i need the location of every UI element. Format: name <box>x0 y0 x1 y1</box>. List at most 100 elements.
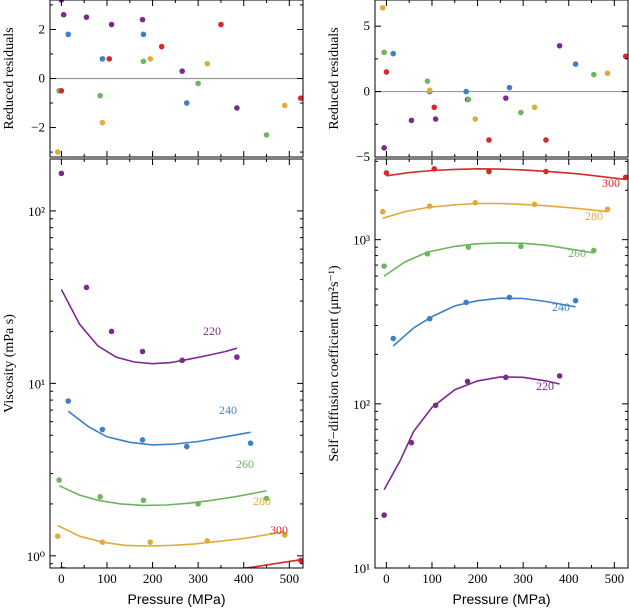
diffusion-curve-label-220: 220 <box>536 379 554 393</box>
viscosity-point-260 <box>140 497 147 504</box>
diffusion-point-220 <box>408 439 415 446</box>
viscosity-point-280 <box>54 533 61 539</box>
viscosity-curve-label-220: 220 <box>203 324 221 338</box>
diffusion-point-300 <box>431 166 438 172</box>
visc_resid-point-280 <box>147 56 154 62</box>
viscosity-y-tick-label: 10² <box>28 204 45 219</box>
diffusion-point-260 <box>381 263 387 269</box>
viscosity-data <box>54 170 303 568</box>
diff_resid-point-300 <box>622 53 628 60</box>
diffusion-x-axis-label: Pressure (MPa) <box>452 591 550 607</box>
diffusion-point-280 <box>604 206 611 213</box>
viscosity-point-260 <box>97 493 103 500</box>
diffusion-point-220 <box>464 378 471 385</box>
diffusion-x-tick-label: 300 <box>513 571 533 586</box>
diff_resid-point-300 <box>543 137 549 143</box>
diff_resid-point-220 <box>503 95 509 101</box>
viscosity-point-220 <box>179 357 185 364</box>
visc_resid-point-260 <box>195 80 201 87</box>
viscosity-fit-curve-240 <box>67 410 251 446</box>
viscosity-x-axis-label: Pressure (MPa) <box>127 591 225 607</box>
diffusion-x-tick-label: 400 <box>559 571 579 586</box>
visc_resid-point-260 <box>263 132 270 138</box>
diffusion-point-220 <box>503 374 509 381</box>
visc_resid-point-260 <box>97 92 103 99</box>
diff_resid-data <box>379 5 628 151</box>
viscosity-point-260 <box>263 495 270 502</box>
viscosity-fit-curve-260 <box>58 484 267 507</box>
viscosity-point-280 <box>147 539 154 545</box>
diffusion-point-260 <box>465 244 472 250</box>
viscosity-point-260 <box>56 477 62 483</box>
visc_resid-point-280 <box>204 60 211 67</box>
diffusion-y-tick-label: 10² <box>353 397 370 412</box>
visc_resid-point-220 <box>83 14 90 20</box>
viscosity-curve-label-240: 240 <box>219 403 237 417</box>
visc_resid-point-240 <box>140 31 147 38</box>
visc_resid-point-300 <box>106 56 113 62</box>
diffusion-point-240 <box>390 335 397 342</box>
diffusion-point-300 <box>543 168 549 175</box>
diffusion-x-tick-label: 0 <box>383 571 390 586</box>
diffusion-fit-curve-300 <box>386 167 626 181</box>
diffusion-point-240 <box>426 315 433 322</box>
diff_resid-point-260 <box>424 78 431 84</box>
diff_resid-point-260 <box>591 71 597 78</box>
viscosity-point-240 <box>99 426 106 433</box>
viscosity-point-240 <box>139 437 146 443</box>
diff_resid-y-axis-label: Reduced residuals <box>327 27 342 129</box>
diff_resid-y-tick-label: 5 <box>364 18 371 33</box>
visc_resid-point-240 <box>99 56 106 62</box>
visc_resid-point-280 <box>99 119 106 126</box>
diff_resid-y-tick-label: −5 <box>356 149 370 164</box>
viscosity-x-tick-label: 400 <box>234 571 254 586</box>
diff_resid-point-220 <box>432 116 439 122</box>
diffusion-point-240 <box>463 299 469 306</box>
visc_resid-point-220 <box>139 16 146 23</box>
diff_resid-y-tick-label: 0 <box>364 84 371 99</box>
diffusion-x-tick-label: 100 <box>422 571 442 586</box>
diffusion-curve-label-300: 300 <box>602 176 620 190</box>
viscosity-point-280 <box>204 538 211 544</box>
visc_resid-point-260 <box>140 58 147 65</box>
diffusion-point-260 <box>518 243 524 250</box>
visc_resid-point-220 <box>60 11 67 18</box>
diffusion-point-220 <box>381 512 387 518</box>
viscosity-point-240 <box>247 440 254 446</box>
diffusion-fit-curve-280 <box>382 202 608 220</box>
viscosity-point-300 <box>297 557 303 564</box>
diffusion-y-tick-label: 10³ <box>353 233 370 248</box>
visc_resid-point-220 <box>108 21 115 28</box>
diff_resid-point-240 <box>506 84 513 91</box>
diff_resid-point-280 <box>426 87 433 94</box>
viscosity-point-220 <box>108 328 115 335</box>
diff_resid-point-220 <box>408 117 415 124</box>
diffusion-curve-label-260: 260 <box>568 246 586 260</box>
diff_resid-point-220 <box>556 42 563 49</box>
viscosity-x-tick-label: 0 <box>58 571 65 586</box>
viscosity-fit-curve-220 <box>60 289 238 365</box>
diffusion-y-tick-label: 10¹ <box>353 561 370 576</box>
diff_resid-point-220 <box>381 145 387 151</box>
diff_resid-point-280 <box>472 116 479 122</box>
viscosity-point-280 <box>281 532 288 538</box>
diffusion-x-tick-label: 500 <box>605 571 625 586</box>
viscosity-y-axis-label: Viscosity (mPa s) <box>2 314 17 413</box>
visc_resid-point-300 <box>218 21 224 28</box>
diffusion-point-280 <box>531 201 538 208</box>
visc_resid-y-tick-label: 0 <box>39 71 46 86</box>
viscosity-curve-label-260: 260 <box>236 457 254 471</box>
viscosity-point-220 <box>234 354 240 360</box>
diff_resid-point-240 <box>572 61 579 67</box>
diffusion-data <box>379 166 628 518</box>
diffusion-fit-curve-240 <box>392 297 576 347</box>
viscosity-fit-curve-280 <box>57 524 285 547</box>
viscosity-curve-label-280: 280 <box>253 494 271 508</box>
visc_resid-point-280 <box>281 102 288 109</box>
diffusion-frame <box>374 158 629 569</box>
visc_resid-point-240 <box>65 31 72 38</box>
diffusion-point-220 <box>432 402 439 409</box>
